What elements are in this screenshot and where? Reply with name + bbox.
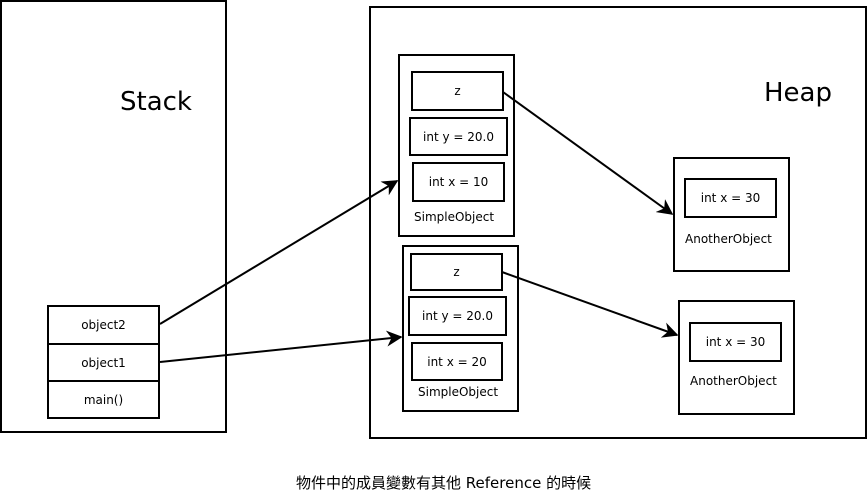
stack-frame-label: object1 — [81, 355, 126, 370]
field-label: int x = 30 — [700, 191, 761, 205]
field-label: int x = 10 — [428, 175, 489, 189]
class-name-label: SimpleObject — [418, 385, 499, 399]
field-label: int y = 20.0 — [422, 309, 493, 323]
field-label: z — [453, 265, 460, 279]
stack-frame-object1[interactable]: object1 — [47, 343, 160, 382]
stack-frame-main[interactable]: main() — [47, 380, 160, 419]
diagram-caption: 物件中的成員變數有其他 Reference 的時候 — [296, 474, 592, 492]
field-label: int y = 20.0 — [423, 129, 494, 144]
field-int-x[interactable]: int x = 30 — [684, 178, 777, 218]
stack-frame-object2[interactable]: object2 — [47, 305, 160, 345]
field-label: z — [454, 84, 461, 98]
field-int-x[interactable]: int x = 30 — [689, 322, 782, 362]
field-label: int x = 20 — [427, 354, 487, 369]
field-int-x[interactable]: int x = 10 — [412, 162, 505, 202]
stack-title: Stack — [120, 87, 192, 117]
heap-title: Heap — [764, 78, 832, 108]
stack-frame-label: main() — [83, 392, 124, 407]
class-name-label: AnotherObject — [690, 374, 777, 388]
class-name-label: SimpleObject — [414, 210, 495, 224]
field-z[interactable]: z — [411, 71, 504, 111]
field-label: int x = 30 — [705, 335, 766, 349]
field-int-y[interactable]: int y = 20.0 — [408, 296, 507, 336]
class-name-label: AnotherObject — [685, 232, 772, 246]
field-int-y[interactable]: int y = 20.0 — [409, 117, 508, 156]
field-int-x[interactable]: int x = 20 — [411, 342, 503, 381]
field-z[interactable]: z — [410, 253, 503, 291]
stack-frame-label: object2 — [81, 318, 126, 332]
